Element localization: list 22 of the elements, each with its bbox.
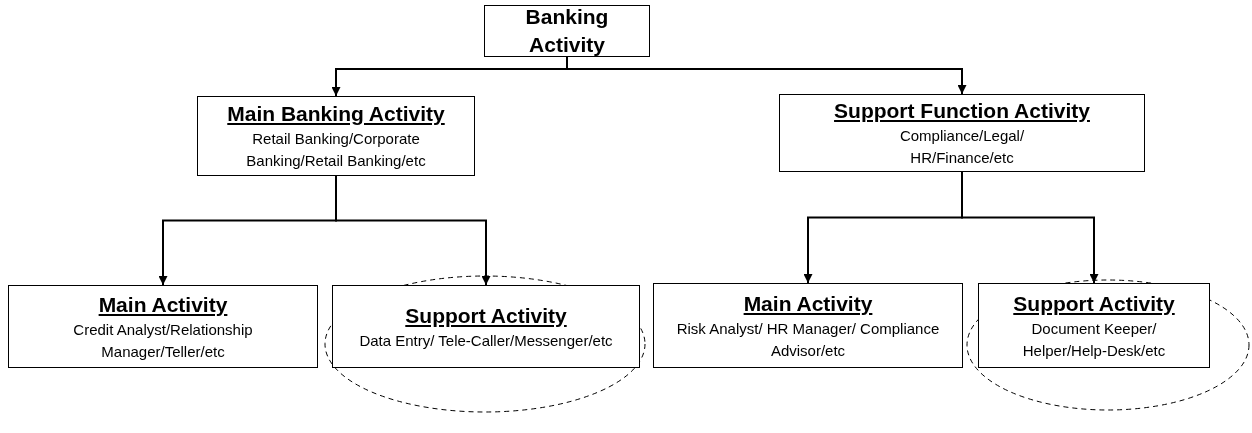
box [779,94,1145,172]
box-description: Document Keeper/ Helper/Help-Desk/etc [1021,318,1167,361]
box-description: Data Entry/ Tele-Caller/Messenger/etc [359,330,613,351]
box [8,285,318,368]
box-heading: Main Activity [743,290,873,317]
box-heading: Support Activity [1013,290,1175,317]
box-heading: Support Function Activity [834,98,1090,124]
box [484,5,650,57]
box [978,283,1210,368]
box-description: Compliance/Legal/ HR/Finance/etc [898,126,1026,168]
box-heading: Support Activity [405,302,567,329]
box-description: Retail Banking/Corporate Banking/Retail Banking/etc [245,129,427,171]
arrow [335,175,491,286]
arrow [961,171,1099,284]
box [197,96,475,176]
box-description: Credit Analyst/Relationship Manager/Teller/etc [72,319,254,362]
box-heading: Banking Activity [524,4,610,58]
box [653,283,963,368]
box-description: Risk Analyst/ HR Manager/ Compliance Advisor/etc [675,318,941,361]
box-heading: Main Activity [98,291,228,318]
box [332,285,640,368]
box-heading: Main Banking Activity [227,101,445,127]
